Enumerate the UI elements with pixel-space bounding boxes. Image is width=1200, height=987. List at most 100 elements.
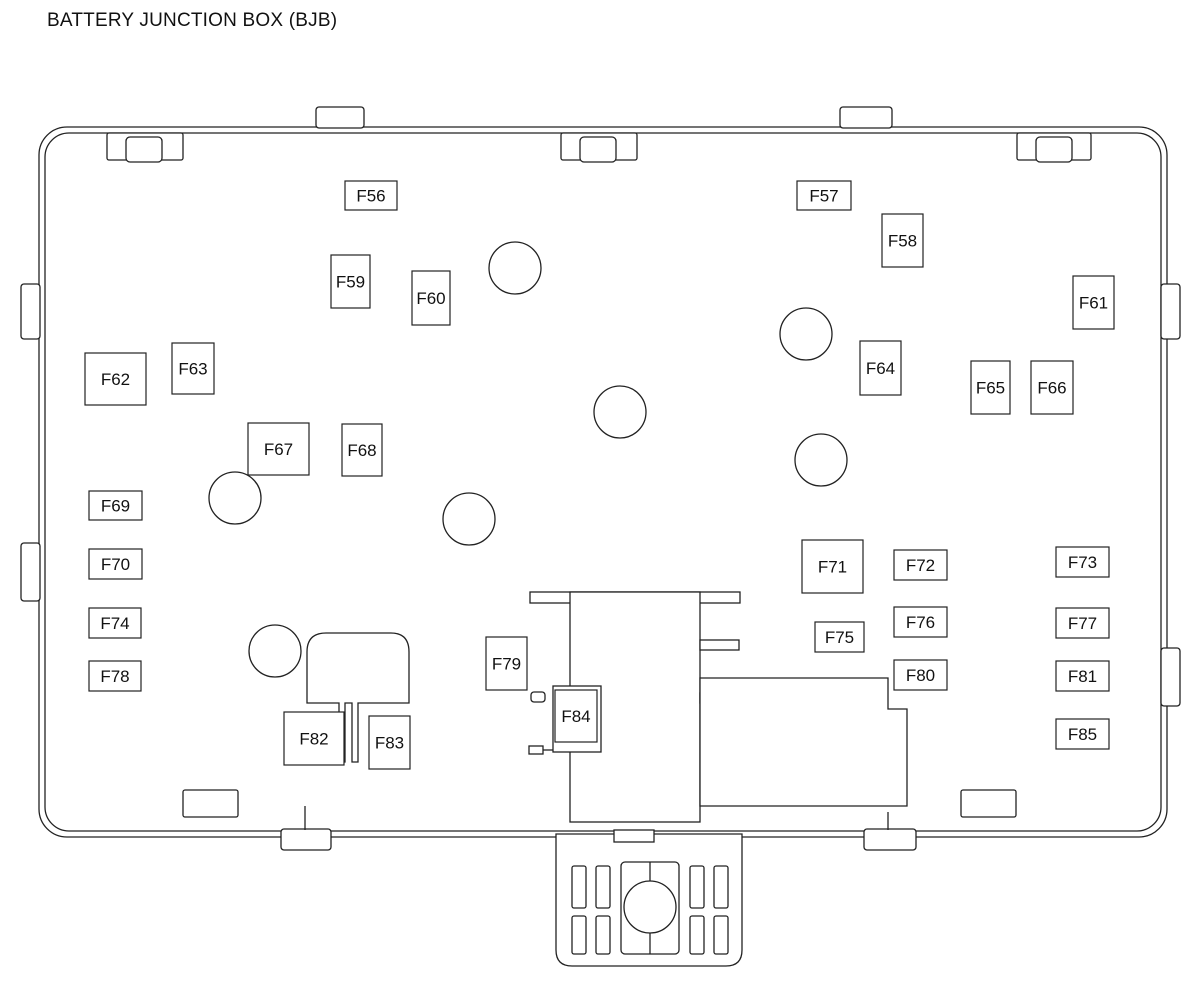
fuse-f64: F64: [859, 340, 902, 396]
stud: [593, 385, 647, 439]
fuse-outline: [171, 342, 215, 395]
fuse-label: F80: [906, 666, 935, 685]
fuse-label: F59: [336, 273, 365, 292]
fuse-label: F70: [101, 555, 130, 574]
fuse-outline: [801, 539, 864, 594]
fuse-label: F78: [100, 667, 129, 686]
fuse-outline: [893, 549, 948, 581]
fuse-f71: F71: [801, 539, 864, 594]
fuse-outline: [970, 360, 1011, 415]
fuse-outline: [344, 180, 398, 211]
fuse-label: F63: [178, 360, 207, 379]
fuse-f72: F72: [893, 549, 948, 581]
fuse-f60: F60: [411, 270, 451, 326]
fuse-label: F68: [347, 441, 376, 460]
fuse-outline: [88, 548, 143, 580]
page-title: BATTERY JUNCTION BOX (BJB): [47, 10, 338, 31]
fuse-label: F75: [825, 628, 854, 647]
stud: [442, 492, 496, 546]
fuse-outline: [893, 659, 948, 691]
fuse-label: F79: [492, 655, 521, 674]
fuse-f59: F59: [330, 254, 371, 309]
fuse-label: F71: [818, 558, 847, 577]
fuse-outline: [1055, 718, 1110, 750]
fuse-outline: [796, 180, 852, 211]
fuse-label: F81: [1068, 667, 1097, 686]
fuse-outline: [247, 422, 310, 476]
fuse-outline: [368, 715, 411, 770]
fuse-outline: [330, 254, 371, 309]
housing: [20, 106, 1181, 967]
fuse-label: F60: [416, 289, 445, 308]
fuse-label: F72: [906, 556, 935, 575]
stud: [779, 307, 833, 361]
fuse-label: F74: [100, 614, 129, 633]
fuse-f61: F61: [1072, 275, 1115, 330]
fuse-label: F64: [866, 359, 895, 378]
fuse-outline: [88, 490, 143, 521]
fuse-label: F61: [1079, 294, 1108, 313]
fuse-outline: [411, 270, 451, 326]
fuse-f82: F82: [283, 711, 345, 766]
fuse-outline: [1055, 546, 1110, 578]
fuse-outline: [1030, 360, 1074, 415]
fuse-outline: [485, 636, 528, 691]
fuse-f70: F70: [88, 548, 143, 580]
fuse-f84: F84: [554, 689, 598, 743]
fuse-f67: F67: [247, 422, 310, 476]
fuse-label: F73: [1068, 553, 1097, 572]
relay-housing-left: [306, 632, 410, 763]
mounting-studs: [208, 241, 848, 678]
fuse-outline: [341, 423, 383, 477]
fuse-label: F76: [906, 613, 935, 632]
fuse-outline: [84, 352, 147, 406]
fuse-f68: F68: [341, 423, 383, 477]
fuse-outline: [88, 607, 142, 639]
fuse-outline: [554, 689, 598, 743]
fuse-outline: [1055, 607, 1110, 639]
fuse-f56: F56: [344, 180, 398, 211]
fuse-outline: [893, 606, 948, 638]
fuse-f77: F77: [1055, 607, 1110, 639]
fuse-label: F57: [809, 187, 838, 206]
fuse-outline: [1055, 660, 1110, 692]
stud: [794, 433, 848, 487]
fuse-f69: F69: [88, 490, 143, 521]
fuse-f65: F65: [970, 360, 1011, 415]
fuse-label: F83: [375, 734, 404, 753]
fuse-f76: F76: [893, 606, 948, 638]
fuse-f74: F74: [88, 607, 142, 639]
fuse-f73: F73: [1055, 546, 1110, 578]
fuse-label: F69: [101, 497, 130, 516]
fuse-f75: F75: [814, 621, 865, 653]
fuse-f58: F58: [881, 213, 924, 268]
fuse-label: F62: [101, 370, 130, 389]
fuse-label: F84: [561, 707, 590, 726]
fuse-label: F66: [1037, 379, 1066, 398]
fuse-f80: F80: [893, 659, 948, 691]
fuse-f79: F79: [485, 636, 528, 691]
fuse-f66: F66: [1030, 360, 1074, 415]
stud: [248, 624, 302, 678]
fuse-f78: F78: [88, 660, 142, 692]
fuse-label: F58: [888, 232, 917, 251]
fuse-label: F82: [299, 730, 328, 749]
fuse-outline: [814, 621, 865, 653]
fuse-f63: F63: [171, 342, 215, 395]
fuse-outline: [859, 340, 902, 396]
fuse-f81: F81: [1055, 660, 1110, 692]
fuse-outline: [881, 213, 924, 268]
fuse-label: F56: [356, 187, 385, 206]
fuse-outline: [1072, 275, 1115, 330]
fuse-f57: F57: [796, 180, 852, 211]
fuse-label: F85: [1068, 725, 1097, 744]
fuse-f62: F62: [84, 352, 147, 406]
fuse-outline: [283, 711, 345, 766]
stud: [208, 471, 262, 525]
fuse-label: F65: [976, 379, 1005, 398]
fuse-label: F77: [1068, 614, 1097, 633]
fuse-f83: F83: [368, 715, 411, 770]
stud: [488, 241, 542, 295]
